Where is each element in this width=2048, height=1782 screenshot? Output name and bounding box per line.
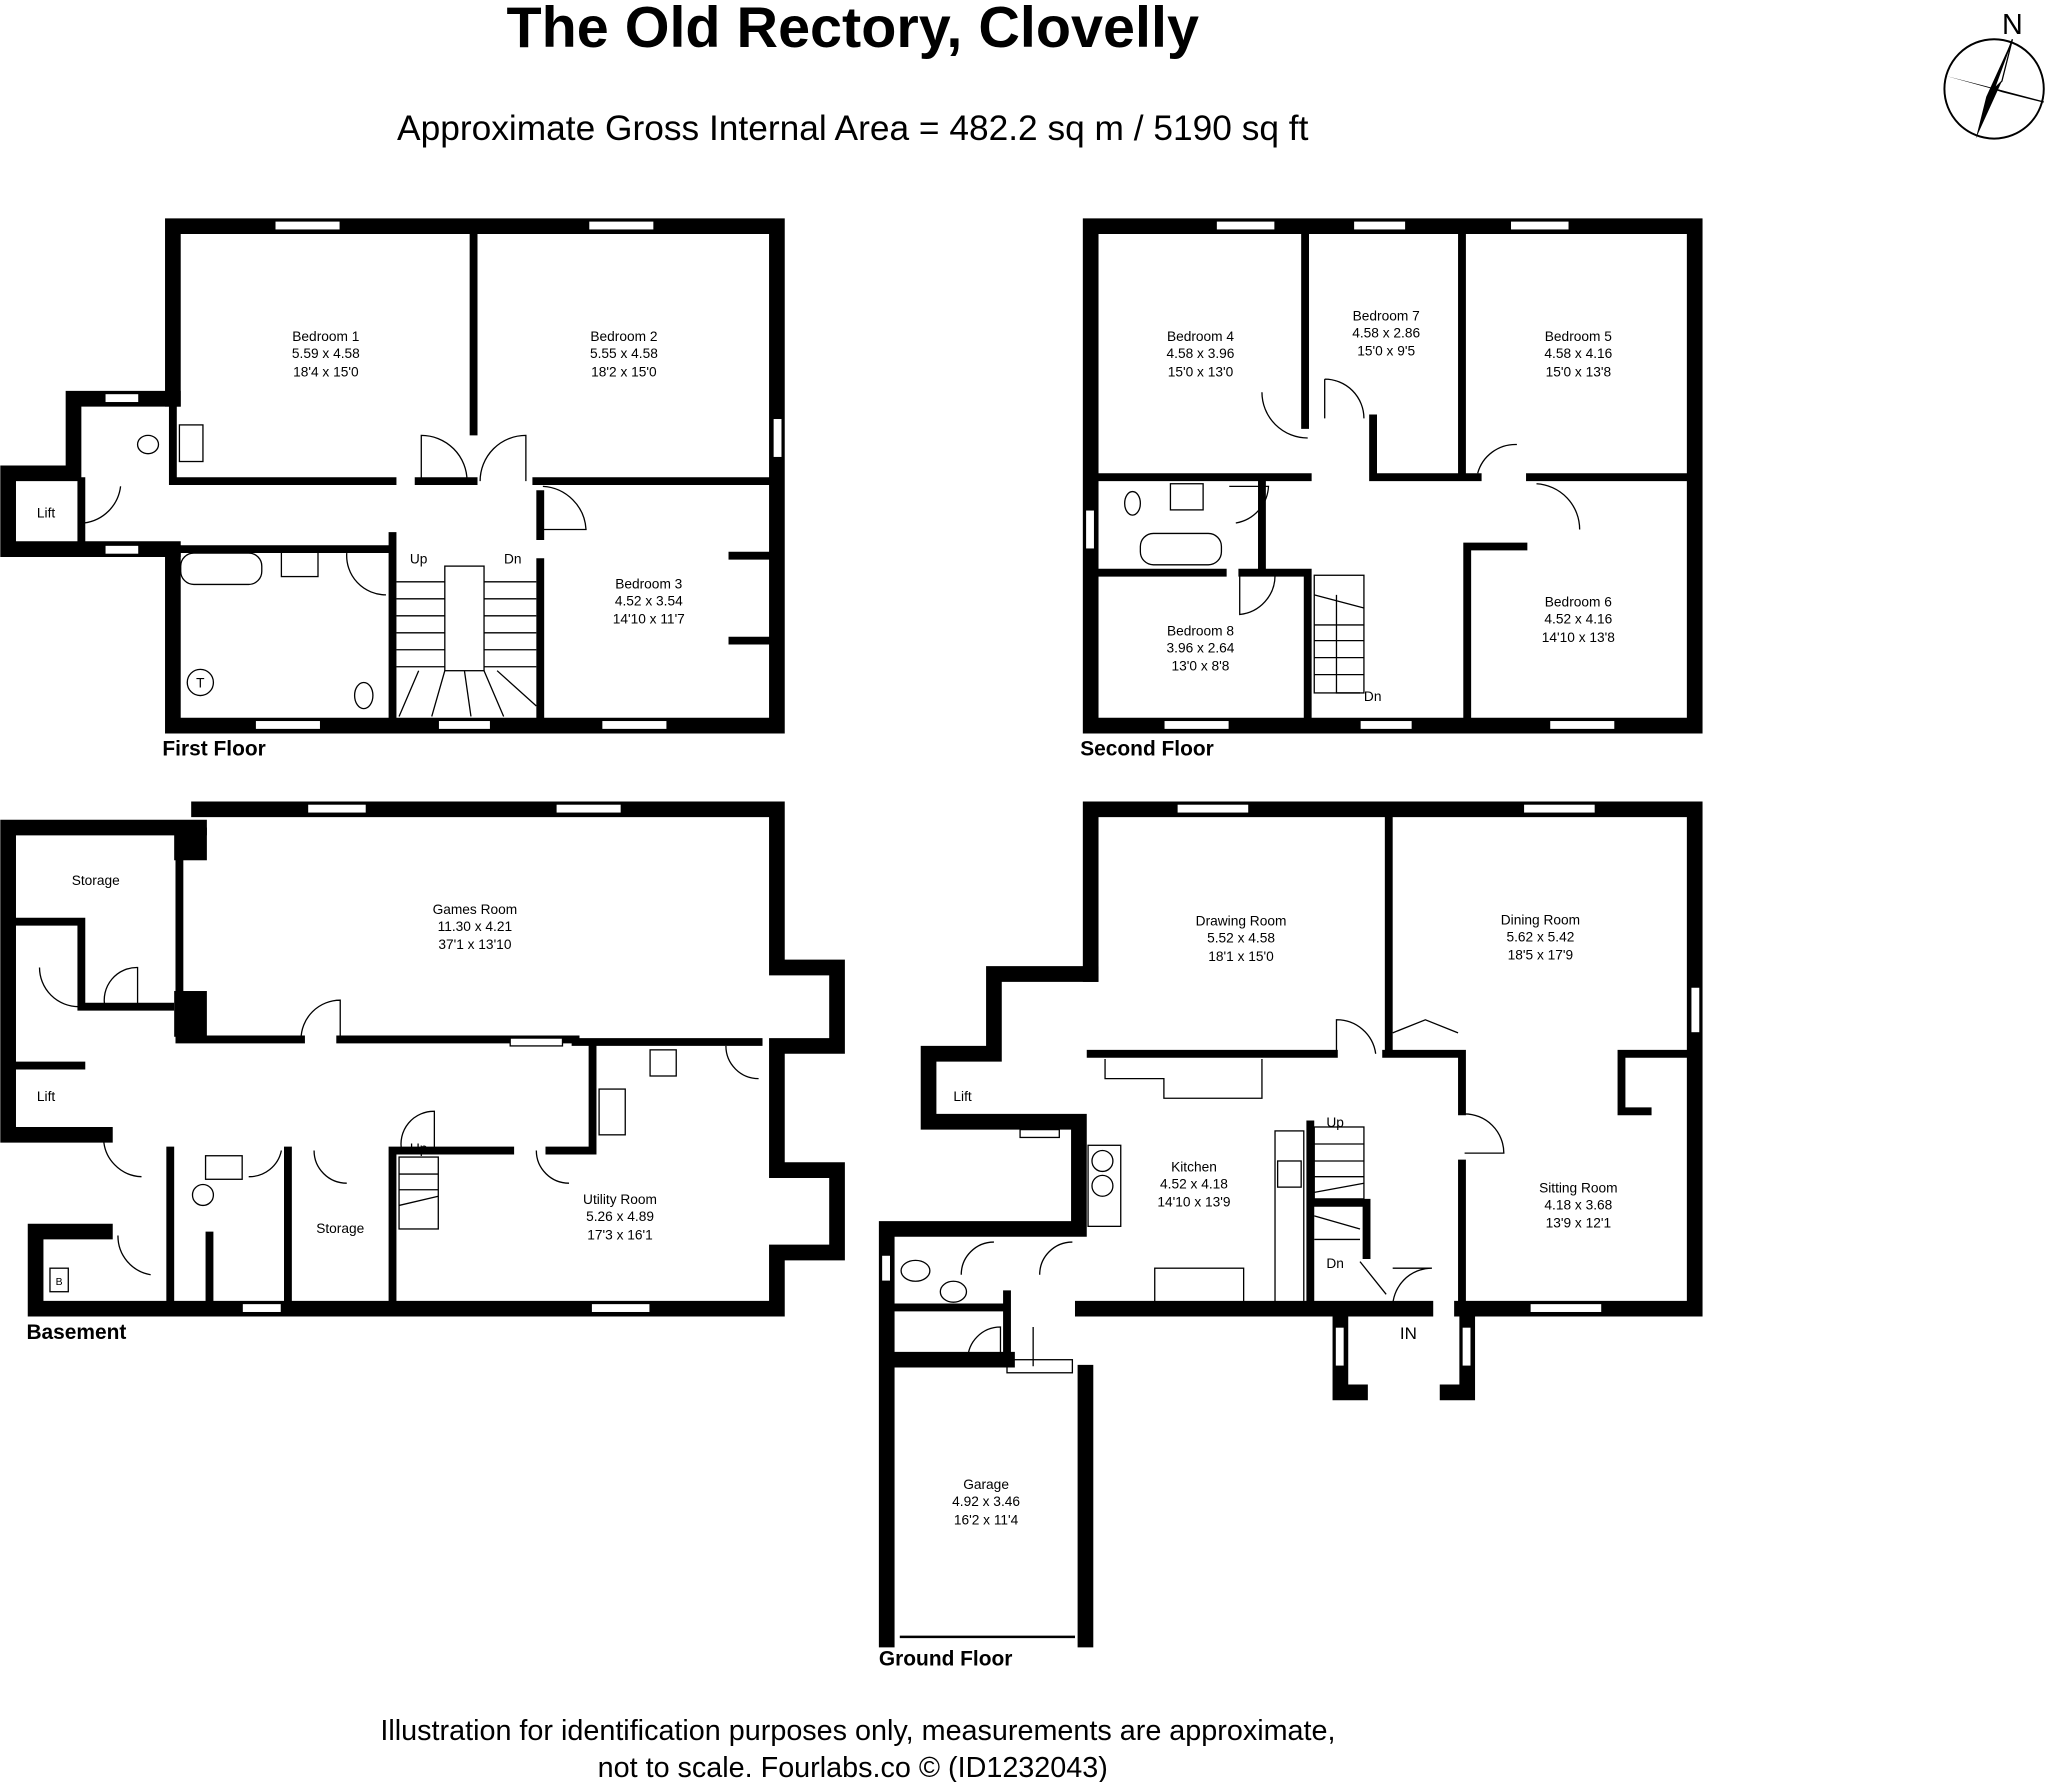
svg-text:Bedroom 4: Bedroom 4 xyxy=(1167,329,1234,344)
svg-text:4.52 x 4.16: 4.52 x 4.16 xyxy=(1544,612,1612,627)
room-bedroom-6: Bedroom 6 4.52 x 4.16 14'10 x 13'8 xyxy=(1542,595,1615,645)
entrance-label: IN xyxy=(1400,1324,1417,1343)
stairs-down-label: Dn xyxy=(1364,689,1382,704)
second-floor-plan: Dn Bedroom 4 4.58 x 3.96 15'0 x 13'0 Bed… xyxy=(1080,218,1703,761)
svg-text:4.52 x 3.54: 4.52 x 3.54 xyxy=(615,593,683,608)
svg-text:4.92 x 3.46: 4.92 x 3.46 xyxy=(952,1494,1020,1509)
room-sitting-room: Sitting Room 4.18 x 3.68 13'9 x 12'1 xyxy=(1539,1180,1618,1230)
svg-text:14'10 x 13'8: 14'10 x 13'8 xyxy=(1542,630,1615,645)
room-bedroom-3: Bedroom 3 4.52 x 3.54 14'10 x 11'7 xyxy=(613,576,685,626)
svg-text:15'0 x 9'5: 15'0 x 9'5 xyxy=(1357,344,1415,359)
lift-label: Lift xyxy=(37,1089,55,1104)
svg-text:Bedroom 5: Bedroom 5 xyxy=(1545,329,1612,344)
svg-text:15'0 x 13'0: 15'0 x 13'0 xyxy=(1168,365,1234,380)
gross-area: Approximate Gross Internal Area = 482.2 … xyxy=(397,109,1309,148)
lift-label: Lift xyxy=(37,506,55,521)
disclaimer-line-1: Illustration for identification purposes… xyxy=(380,1715,1335,1747)
svg-text:4.18 x 3.68: 4.18 x 3.68 xyxy=(1544,1197,1612,1212)
room-bedroom-4: Bedroom 4 4.58 x 3.96 15'0 x 13'0 xyxy=(1167,329,1235,379)
svg-text:37'1 x 13'10: 37'1 x 13'10 xyxy=(438,937,511,952)
stairs-up-label: Up xyxy=(410,1141,428,1156)
svg-text:5.62 x 5.42: 5.62 x 5.42 xyxy=(1506,929,1574,944)
stairs-up-label: Up xyxy=(1326,1115,1344,1130)
stairs-down-label: Dn xyxy=(504,551,522,566)
svg-text:Drawing Room: Drawing Room xyxy=(1196,914,1287,929)
svg-text:4.52 x 4.18: 4.52 x 4.18 xyxy=(1160,1176,1228,1191)
compass-rose-icon: N xyxy=(1943,9,2045,140)
room-bedroom-7: Bedroom 7 4.58 x 2.86 15'0 x 9'5 xyxy=(1352,308,1420,358)
svg-text:Sitting Room: Sitting Room xyxy=(1539,1180,1618,1195)
svg-text:16'2 x 11'4: 16'2 x 11'4 xyxy=(954,1512,1019,1527)
svg-text:Bedroom 2: Bedroom 2 xyxy=(590,329,657,344)
svg-text:13'0 x 8'8: 13'0 x 8'8 xyxy=(1172,659,1230,674)
svg-text:Dining Room: Dining Room xyxy=(1501,912,1580,927)
svg-text:3.96 x 2.64: 3.96 x 2.64 xyxy=(1167,640,1235,655)
storage-label: Storage xyxy=(316,1221,364,1236)
page-title: The Old Rectory, Clovelly xyxy=(506,0,1199,60)
svg-text:14'10 x 11'7: 14'10 x 11'7 xyxy=(613,612,685,627)
tank-label: T xyxy=(196,676,205,691)
room-kitchen: Kitchen 4.52 x 4.18 14'10 x 13'9 xyxy=(1157,1159,1230,1209)
svg-text:11.30 x 4.21: 11.30 x 4.21 xyxy=(438,919,513,934)
svg-text:Games Room: Games Room xyxy=(433,902,518,917)
disclaimer-line-2: not to scale. Fourlabs.co © (ID1232043) xyxy=(598,1752,1108,1782)
room-bedroom-2: Bedroom 2 5.55 x 4.58 18'2 x 15'0 xyxy=(590,329,658,379)
svg-text:13'9 x 12'1: 13'9 x 12'1 xyxy=(1546,1216,1611,1231)
svg-text:5.26 x 4.89: 5.26 x 4.89 xyxy=(586,1209,654,1224)
svg-text:Utility Room: Utility Room xyxy=(583,1192,657,1207)
boiler-label: B xyxy=(56,1277,63,1288)
room-garage: Garage 4.92 x 3.46 16'2 x 11'4 xyxy=(952,1477,1020,1527)
svg-text:Bedroom 7: Bedroom 7 xyxy=(1353,308,1420,323)
svg-text:Bedroom 6: Bedroom 6 xyxy=(1545,595,1612,610)
ground-floor-label: Ground Floor xyxy=(879,1648,1013,1671)
ground-floor-plan: Lift Up Dn IN Drawing Room 5.52 x 4.58 1… xyxy=(878,801,1703,1671)
svg-text:5.59 x 4.58: 5.59 x 4.58 xyxy=(292,346,360,361)
room-bedroom-5: Bedroom 5 4.58 x 4.16 15'0 x 13'8 xyxy=(1544,329,1612,379)
room-dining-room: Dining Room 5.62 x 5.42 18'5 x 17'9 xyxy=(1501,912,1580,962)
svg-text:5.55 x 4.58: 5.55 x 4.58 xyxy=(590,346,658,361)
svg-text:4.58 x 4.16: 4.58 x 4.16 xyxy=(1544,346,1612,361)
svg-text:4.58 x 2.86: 4.58 x 2.86 xyxy=(1352,325,1420,340)
first-floor-plan: T Lift Up Dn Bedroom 1 5.59 x 4.58 18'4 … xyxy=(0,218,785,761)
svg-text:18'1 x 15'0: 18'1 x 15'0 xyxy=(1208,949,1274,964)
room-bedroom-8: Bedroom 8 3.96 x 2.64 13'0 x 8'8 xyxy=(1167,623,1235,673)
room-utility-room: Utility Room 5.26 x 4.89 17'3 x 16'1 xyxy=(583,1192,657,1242)
svg-text:Garage: Garage xyxy=(963,1477,1009,1492)
svg-text:18'2 x 15'0: 18'2 x 15'0 xyxy=(591,365,657,380)
svg-text:Kitchen: Kitchen xyxy=(1171,1159,1217,1174)
room-drawing-room: Drawing Room 5.52 x 4.58 18'1 x 15'0 xyxy=(1196,914,1287,964)
svg-text:4.58 x 3.96: 4.58 x 3.96 xyxy=(1167,346,1235,361)
stairs-up-label: Up xyxy=(410,551,428,566)
svg-text:17'3 x 16'1: 17'3 x 16'1 xyxy=(587,1227,653,1242)
storage-label: Storage xyxy=(72,873,120,888)
second-floor-label: Second Floor xyxy=(1080,738,1214,761)
svg-text:Bedroom 3: Bedroom 3 xyxy=(615,576,682,591)
svg-text:Bedroom 8: Bedroom 8 xyxy=(1167,623,1234,638)
basement-plan: B Storage Storage Lift Up Games Room 11.… xyxy=(0,801,845,1344)
svg-text:5.52 x 4.58: 5.52 x 4.58 xyxy=(1207,931,1275,946)
svg-text:14'10 x 13'9: 14'10 x 13'9 xyxy=(1157,1195,1230,1210)
svg-text:N: N xyxy=(2002,9,2023,41)
basement-label: Basement xyxy=(26,1321,126,1344)
room-bedroom-1: Bedroom 1 5.59 x 4.58 18'4 x 15'0 xyxy=(292,329,360,379)
svg-text:18'5 x 17'9: 18'5 x 17'9 xyxy=(1508,948,1573,963)
svg-text:Bedroom 1: Bedroom 1 xyxy=(292,329,359,344)
first-floor-label: First Floor xyxy=(162,738,265,761)
room-games-room: Games Room 11.30 x 4.21 37'1 x 13'10 xyxy=(433,902,518,952)
lift-label: Lift xyxy=(953,1089,971,1104)
stairs-down-label: Dn xyxy=(1326,1256,1344,1271)
svg-text:15'0 x 13'8: 15'0 x 13'8 xyxy=(1546,365,1612,380)
svg-text:18'4 x 15'0: 18'4 x 15'0 xyxy=(293,365,359,380)
